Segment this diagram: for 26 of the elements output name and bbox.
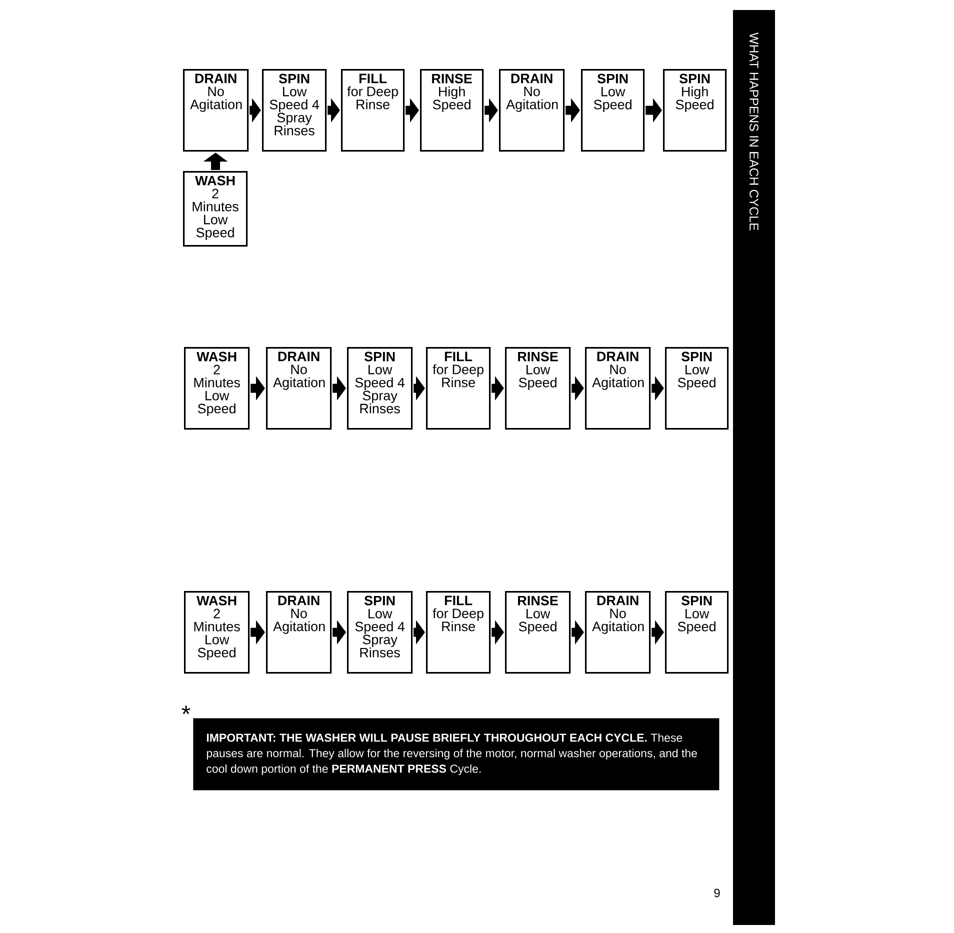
step-box: SPIN Low Speed [665, 591, 729, 674]
step-box: DRAIN No Agitation [499, 69, 565, 152]
step-box: SPIN Low Speed 4 Spray Rinses [347, 347, 413, 430]
step-box: RINSE Low Speed [505, 591, 571, 674]
step-box: FILL for Deep Rinse [426, 347, 491, 430]
step-box: SPIN High Speed [663, 69, 727, 152]
asterisk-mark: * [182, 706, 190, 714]
step-box: SPIN Low Speed [581, 69, 645, 152]
step-box: SPIN Low Speed 4 Spray Rinses [262, 69, 327, 152]
step-box: WASH 2 Minutes Low Speed [183, 171, 248, 247]
step-box: DRAIN No Agitation [266, 347, 332, 430]
step-box: FILL for Deep Rinse [341, 69, 405, 152]
step-box: SPIN Low Speed 4 Spray Rinses [347, 591, 413, 674]
notice-band: IMPORTANT: THE WASHER WILL PAUSE BRIEFLY THROUGHOUT EACH CYCLE. These pauses are normal. They allow for the reversing of the motor, normal washer operations, and the cool down portion of the PERMANENT PRESS Cycle. [193, 718, 720, 790]
step-box: DRAIN No Agitation [266, 591, 332, 674]
step-box: WASH 2 Minutes Low Speed [184, 347, 250, 430]
step-box: DRAIN No Agitation [183, 69, 249, 152]
sidebar-band: WHAT HAPPENS IN EACH CYCLE [733, 10, 775, 925]
page-number: 9 [714, 888, 720, 898]
step-box: RINSE High Speed [420, 69, 484, 152]
step-box: DRAIN No Agitation [585, 591, 651, 674]
step-box: SPIN Low Speed [665, 347, 729, 430]
step-box: FILL for Deep Rinse [426, 591, 491, 674]
step-box: DRAIN No Agitation [585, 347, 651, 430]
step-box: RINSE Low Speed [505, 347, 571, 430]
step-box: WASH 2 Minutes Low Speed [184, 591, 250, 674]
